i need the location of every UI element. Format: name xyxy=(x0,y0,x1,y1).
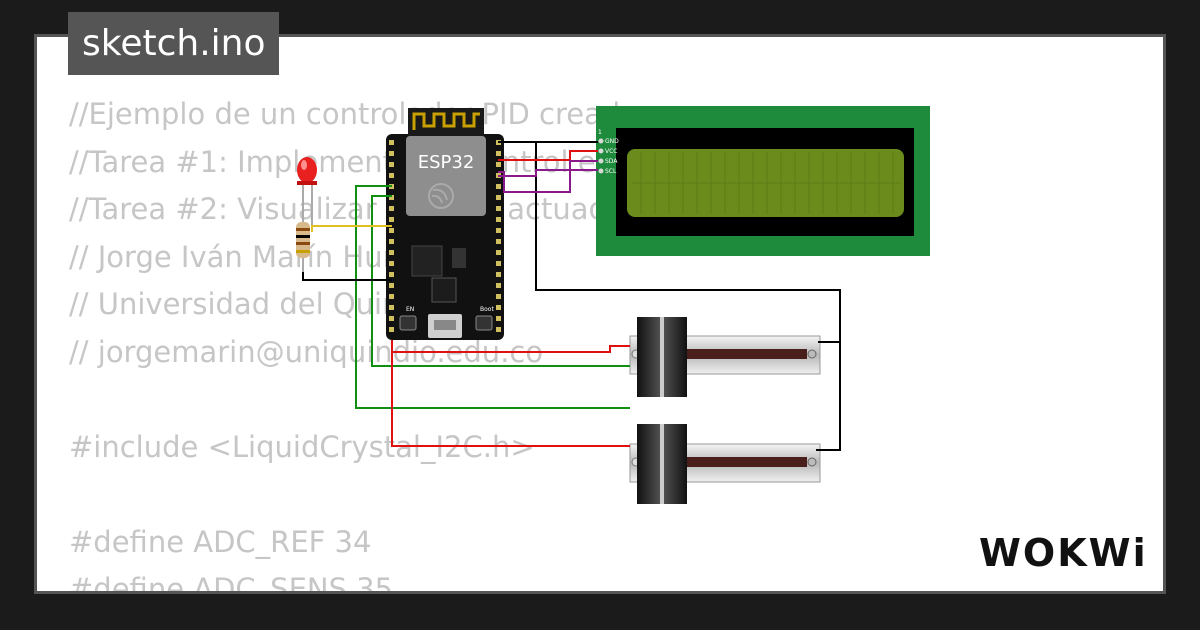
pot-track xyxy=(645,457,807,467)
board-label: ESP32 xyxy=(418,152,475,173)
boot-button[interactable] xyxy=(475,315,493,331)
wire-red-lcd-vcc[interactable] xyxy=(498,150,598,161)
lcd-display[interactable]: 1 GND VCC SDA SCL xyxy=(596,106,930,256)
en-button[interactable] xyxy=(399,315,417,331)
wire-green-pot2[interactable] xyxy=(355,185,630,409)
en-label: EN xyxy=(406,306,414,313)
code-line: // Jorge Iván Marín Hurtado xyxy=(69,239,460,274)
code-line: #define ADC_SENS 35 xyxy=(69,572,394,594)
lcd-pin-label: SCL xyxy=(605,168,617,175)
resistor-band xyxy=(296,235,310,238)
espressif-logo-icon xyxy=(428,183,454,209)
wire-yellow-led[interactable] xyxy=(311,225,392,232)
lcd-pin-label: VCC xyxy=(605,148,617,155)
lcd-pin[interactable] xyxy=(598,168,604,174)
code-line: #include <LiquidCrystal_I2C.h> xyxy=(69,429,535,464)
lcd-pin[interactable] xyxy=(598,138,604,144)
usb-port-inner xyxy=(434,320,456,330)
boot-label: Boot xyxy=(480,306,494,313)
led-base xyxy=(297,181,317,185)
esp32-board[interactable]: ESP32 xyxy=(386,108,504,340)
resistor-band xyxy=(296,242,310,245)
slide-potentiometer-2[interactable] xyxy=(629,424,821,504)
led-dome xyxy=(297,157,317,183)
lcd-pin1-label: 1 xyxy=(598,129,602,136)
lcd-pin-label: SDA xyxy=(605,158,618,165)
wire-red-pot2[interactable] xyxy=(391,340,630,447)
resistor-band xyxy=(296,228,310,231)
code-background: //Ejemplo de un controlador PID creado /… xyxy=(69,91,847,594)
lcd-pin-label: GND xyxy=(605,138,619,145)
antenna-trace xyxy=(412,112,480,130)
lcd-character-grid xyxy=(632,152,900,214)
wire-black-resistor[interactable] xyxy=(302,272,392,281)
resistor[interactable] xyxy=(296,212,310,272)
wire-purple-scl[interactable] xyxy=(498,169,598,177)
lcd-pin[interactable] xyxy=(598,148,604,154)
capacitor xyxy=(452,248,466,268)
red-led[interactable] xyxy=(297,157,317,228)
lcd-pin[interactable] xyxy=(598,158,604,164)
pot-track xyxy=(645,349,807,359)
wire-purple-sda[interactable] xyxy=(498,160,598,193)
wokwi-logo-text: WOKWi xyxy=(979,531,1148,575)
usb-uart-chip xyxy=(431,277,457,303)
wire-red-pot1[interactable] xyxy=(391,340,630,353)
pot-knob-line xyxy=(660,424,664,504)
file-tab[interactable]: sketch.ino xyxy=(68,12,280,75)
wokwi-logo: WOKWi xyxy=(979,531,1148,575)
code-line: #define ADC_REF 34 xyxy=(69,524,372,559)
slide-potentiometer-1[interactable] xyxy=(629,317,821,397)
wires xyxy=(302,141,841,451)
wroom-shield xyxy=(406,136,486,216)
screw-icon xyxy=(807,349,817,359)
regulator-chip xyxy=(411,245,443,277)
resistor-band xyxy=(296,250,310,253)
led-highlight xyxy=(301,160,307,170)
pot-knob-line xyxy=(660,317,664,397)
screw-icon xyxy=(807,457,817,467)
